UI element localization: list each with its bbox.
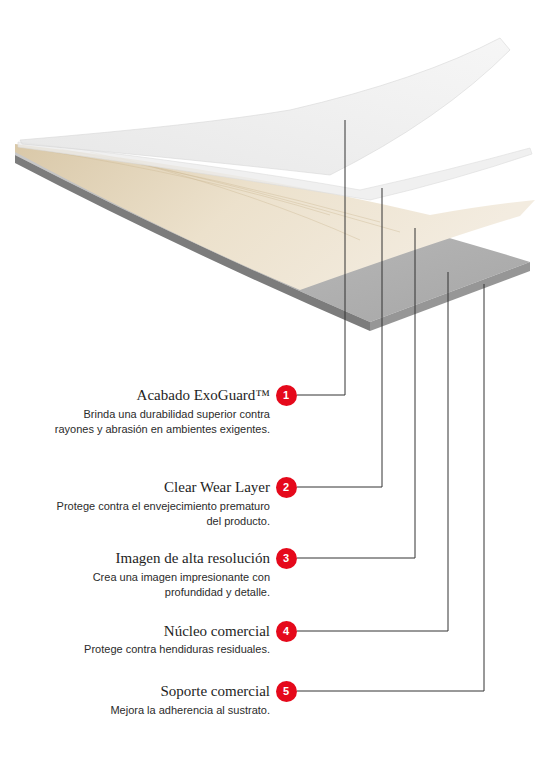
layer-description: Mejora la adherencia al sustrato. [48, 703, 270, 718]
callout-number-text: 2 [283, 482, 289, 493]
layer-heading: Imagen de alta resolución [115, 549, 270, 567]
layer-description: Protege contra hendiduras residuales. [48, 642, 270, 657]
layer-heading: Núcleo comercial [164, 622, 270, 640]
callout-number: 3 [276, 548, 297, 569]
layer-description: Protege contra el envejecimiento prematu… [48, 499, 270, 528]
exoguard-sheet [20, 38, 510, 175]
leader-line [297, 272, 448, 631]
leader-line [297, 120, 345, 395]
leader-line [297, 228, 415, 558]
layer-heading: Soporte comercial [160, 682, 270, 700]
callout-number: 4 [276, 621, 297, 642]
layer-description: Crea una imagen impresionante con profun… [48, 570, 270, 599]
callout-number: 1 [276, 385, 297, 406]
callout-number: 2 [276, 477, 297, 498]
callout-number-text: 4 [283, 626, 289, 637]
layer-description: Brinda una durabilidad superior contra r… [48, 407, 270, 436]
callout-number-text: 3 [283, 553, 289, 564]
leader-line [297, 284, 484, 691]
callout-number: 5 [276, 681, 297, 702]
leader-line [297, 188, 382, 487]
callout-number-text: 1 [283, 390, 289, 401]
layer-heading: Clear Wear Layer [164, 478, 270, 496]
backing-side-edge [370, 262, 530, 331]
layer-heading: Acabado ExoGuard™ [137, 386, 270, 404]
callout-number-text: 5 [283, 686, 289, 697]
